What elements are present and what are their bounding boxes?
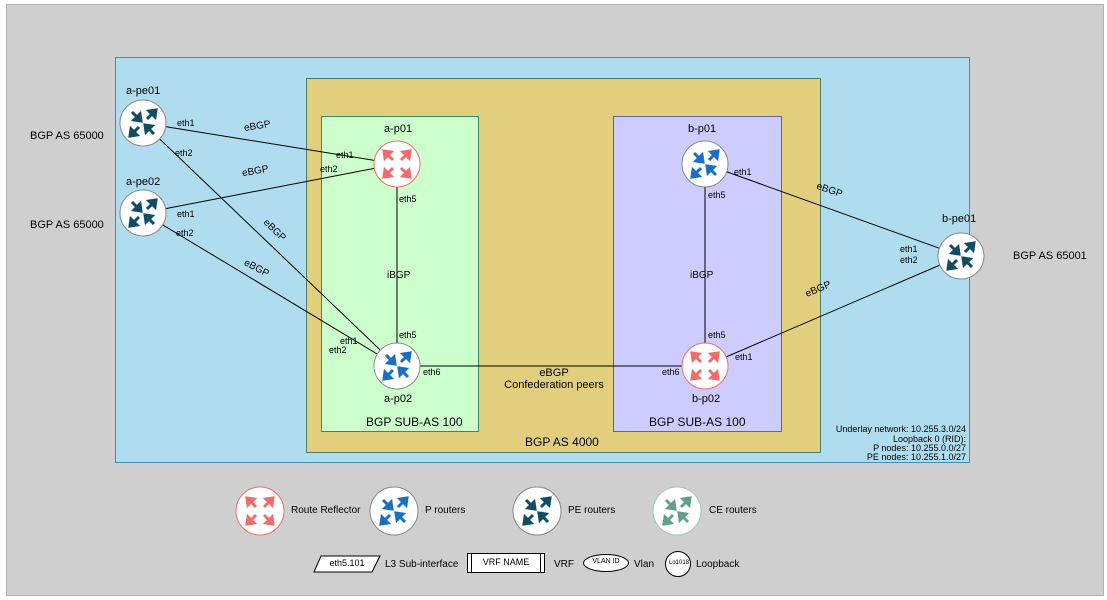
if-label: eth1 — [177, 118, 195, 128]
underlay-info-line: PE nodes: 10.255.1.0/27 — [866, 452, 966, 462]
legend-ce-label: CE routers — [709, 505, 757, 516]
if-label: eth2 — [320, 164, 338, 174]
if-label: eth6 — [423, 367, 441, 377]
legend-vrf-box — [467, 553, 545, 573]
if-label: eth5 — [708, 190, 726, 200]
as-label-b-pe01: BGP AS 65001 — [1013, 250, 1087, 262]
router-a-pe01[interactable] — [119, 99, 167, 147]
confed-label-sub: Confederation peers — [504, 379, 604, 391]
confed-label-title: eBGP — [539, 367, 569, 379]
router-a-p02[interactable] — [373, 342, 421, 390]
legend-loopback-shape — [665, 551, 691, 577]
router-name-b-pe01: b-pe01 — [942, 213, 977, 225]
if-label: eth2 — [900, 255, 918, 265]
underlay-info-line: Underlay network: 10.255.3.0/24 — [835, 424, 966, 434]
legend-loopback-box-text: Lo1018 — [668, 560, 690, 566]
if-label: eth1 — [900, 244, 918, 254]
router-b-pe01[interactable] — [937, 232, 985, 280]
link-ape02-ap02 — [142, 212, 398, 367]
link-label-ibgp: iBGP — [387, 270, 411, 281]
legend-vlan-box-text: VLAN ID — [592, 558, 620, 565]
legend-subif-shape — [313, 555, 381, 573]
if-label: eth5 — [708, 330, 726, 340]
legend-subif-box-text: eth5.101 — [329, 558, 365, 568]
route-reflector-icon — [690, 351, 720, 381]
router-name-a-pe02: a-pe02 — [126, 176, 161, 188]
route-reflector-icon — [382, 149, 412, 179]
legend-p-label: P routers — [425, 505, 466, 516]
router-b-p02[interactable] — [681, 342, 729, 390]
if-label: eth1 — [734, 167, 752, 177]
if-label: eth2 — [176, 228, 194, 238]
if-label: eth2 — [175, 148, 193, 158]
if-label: eth1 — [340, 336, 358, 346]
p-router-icon — [382, 351, 412, 381]
legend-ce-icon — [652, 486, 702, 536]
sub-as-b-label: BGP SUB-AS 100 — [649, 415, 746, 429]
link-ape02-ap01 — [142, 163, 398, 214]
legend-pe-label: PE routers — [568, 505, 616, 516]
legend-rr-icon — [235, 486, 285, 536]
legend-loopback-label: Loopback — [696, 559, 740, 570]
router-name-b-p01: b-p01 — [688, 123, 717, 135]
if-label: eth5 — [399, 330, 417, 340]
underlay-info-line: P nodes: 10.255.0.0/27 — [873, 443, 966, 453]
as-label-a-pe02: BGP AS 65000 — [30, 219, 104, 231]
router-a-pe02[interactable] — [119, 189, 167, 237]
pe-router-icon — [128, 108, 158, 138]
router-b-p01[interactable] — [681, 140, 729, 188]
legend-p-icon — [369, 486, 419, 536]
router-name-a-p01: a-p01 — [384, 123, 413, 135]
link-bp01-bpe01 — [704, 163, 962, 257]
if-label: eth1 — [177, 209, 195, 219]
underlay-info-line: Loopback 0 (RID): — [892, 434, 966, 444]
legend-vrf-box-text: VRF NAME — [482, 557, 530, 567]
as-label-a-pe01: BGP AS 65000 — [30, 130, 104, 142]
legend-pe-icon — [512, 486, 562, 536]
if-label: eth1 — [735, 352, 753, 362]
as-4000-label: BGP AS 4000 — [525, 435, 599, 449]
link-label-ibgp: iBGP — [690, 270, 714, 281]
router-name-b-p02: b-p02 — [692, 393, 721, 405]
link-bp02-bpe01 — [704, 255, 962, 367]
pe-router-icon — [128, 198, 158, 228]
router-name-a-pe01: a-pe01 — [126, 85, 161, 97]
legend-vrf-label: VRF — [554, 559, 574, 570]
pe-router-icon — [946, 241, 976, 271]
if-label: eth6 — [662, 367, 680, 377]
router-name-a-p02: a-p02 — [384, 393, 413, 405]
legend-rr-label: Route Reflector — [291, 505, 361, 516]
sub-as-a-label: BGP SUB-AS 100 — [366, 415, 463, 429]
if-label: eth1 — [336, 150, 354, 160]
legend-subif-label: L3 Sub-interface — [385, 559, 459, 570]
if-label: eth5 — [399, 194, 417, 204]
p-router-icon — [690, 149, 720, 179]
link-ape01-ap02 — [142, 122, 398, 367]
legend-vlan-label: Vlan — [634, 559, 655, 570]
if-label: eth2 — [329, 345, 347, 355]
legend-vlan-shape — [583, 554, 629, 572]
router-a-p01[interactable] — [373, 140, 421, 188]
link-ape01-ap01 — [142, 122, 398, 165]
